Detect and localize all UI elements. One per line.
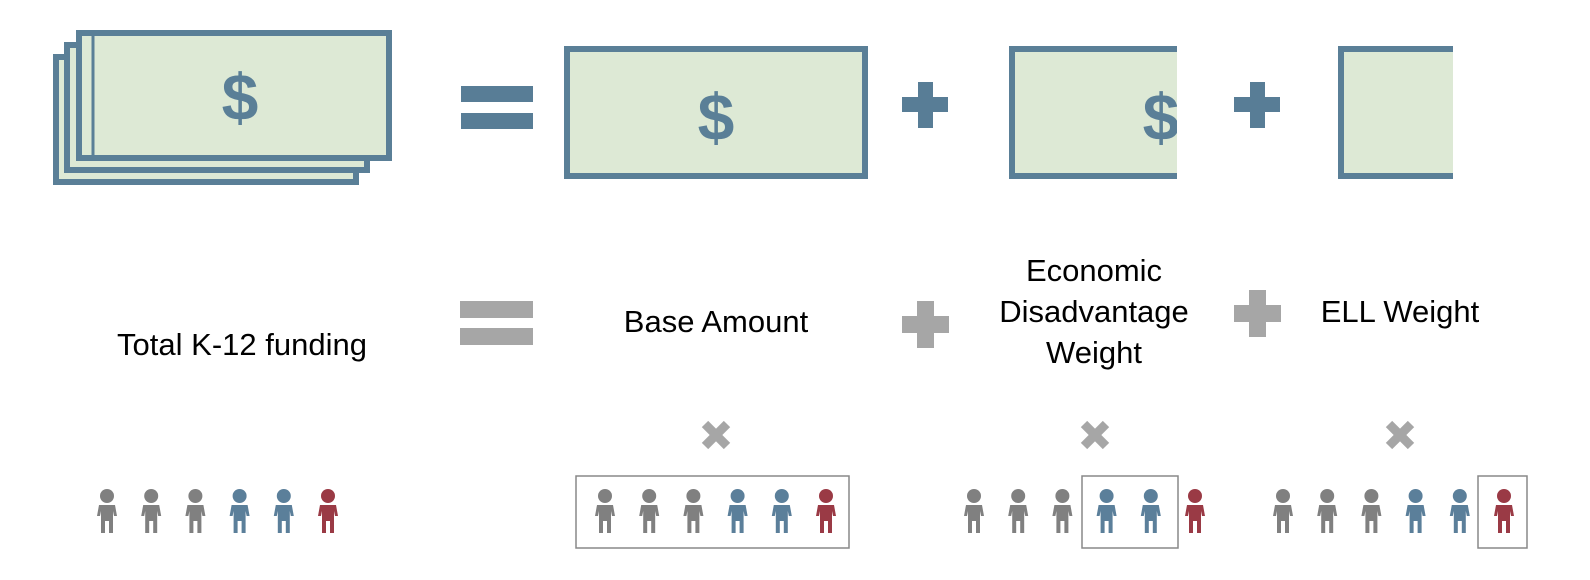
student-icon: [727, 489, 748, 533]
dollar-sign: $: [222, 60, 259, 134]
equals-icon: [461, 86, 533, 129]
student-group-base: [595, 489, 836, 533]
student-group-total: [97, 489, 338, 533]
multiply-icon: [1080, 420, 1110, 450]
student-icon: [1494, 489, 1514, 533]
student-icon: [185, 489, 206, 533]
student-icon: [318, 489, 338, 533]
plus-icon: [1234, 82, 1280, 128]
label-econ-line2: Disadvantage: [999, 294, 1189, 329]
dollar-sign: $: [698, 80, 735, 154]
student-icon: [683, 489, 704, 533]
multiply-icon: [701, 420, 731, 450]
student-icon: [639, 489, 660, 533]
student-icon: [1052, 489, 1073, 533]
student-icon: [771, 489, 792, 533]
student-icon: [1317, 489, 1338, 533]
student-group-ell: [1273, 489, 1514, 533]
money-stack-icon: $: [53, 30, 392, 185]
student-icon: [1096, 489, 1117, 533]
student-icon: [1449, 489, 1470, 533]
multiply-icon: [1385, 420, 1415, 450]
student-icon: [97, 489, 117, 533]
label-total: Total K-12 funding: [117, 327, 367, 362]
econ-group-box: [1081, 475, 1179, 549]
base-bill-icon: $: [564, 46, 868, 179]
ell-group-box: [1477, 475, 1528, 549]
equals-icon: [460, 301, 533, 345]
student-icon: [816, 489, 836, 533]
student-icon: [595, 489, 615, 533]
student-icon: [1008, 489, 1029, 533]
plus-icon: [902, 301, 949, 348]
plus-icon: [1234, 290, 1281, 337]
student-icon: [141, 489, 162, 533]
label-ell: ELL Weight: [1320, 294, 1480, 329]
student-icon: [1361, 489, 1382, 533]
student-icon: [964, 489, 984, 533]
student-icon: [229, 489, 250, 533]
student-icon: [1405, 489, 1426, 533]
student-icon: [273, 489, 294, 533]
student-icon: [1140, 489, 1161, 533]
label-econ-line1: Economic: [1025, 253, 1163, 288]
dollar-sign: $: [1143, 80, 1180, 154]
base-group-box: [575, 475, 850, 549]
student-icon: [1185, 489, 1205, 533]
label-econ-line3: Weight: [1046, 335, 1142, 370]
student-group-econ: [964, 489, 1205, 533]
ell-bill-icon: [1338, 46, 1453, 179]
econ-bill-icon: $: [1009, 46, 1180, 179]
label-base: Base Amount: [623, 304, 809, 339]
student-icon: [1273, 489, 1293, 533]
plus-icon: [902, 82, 948, 128]
